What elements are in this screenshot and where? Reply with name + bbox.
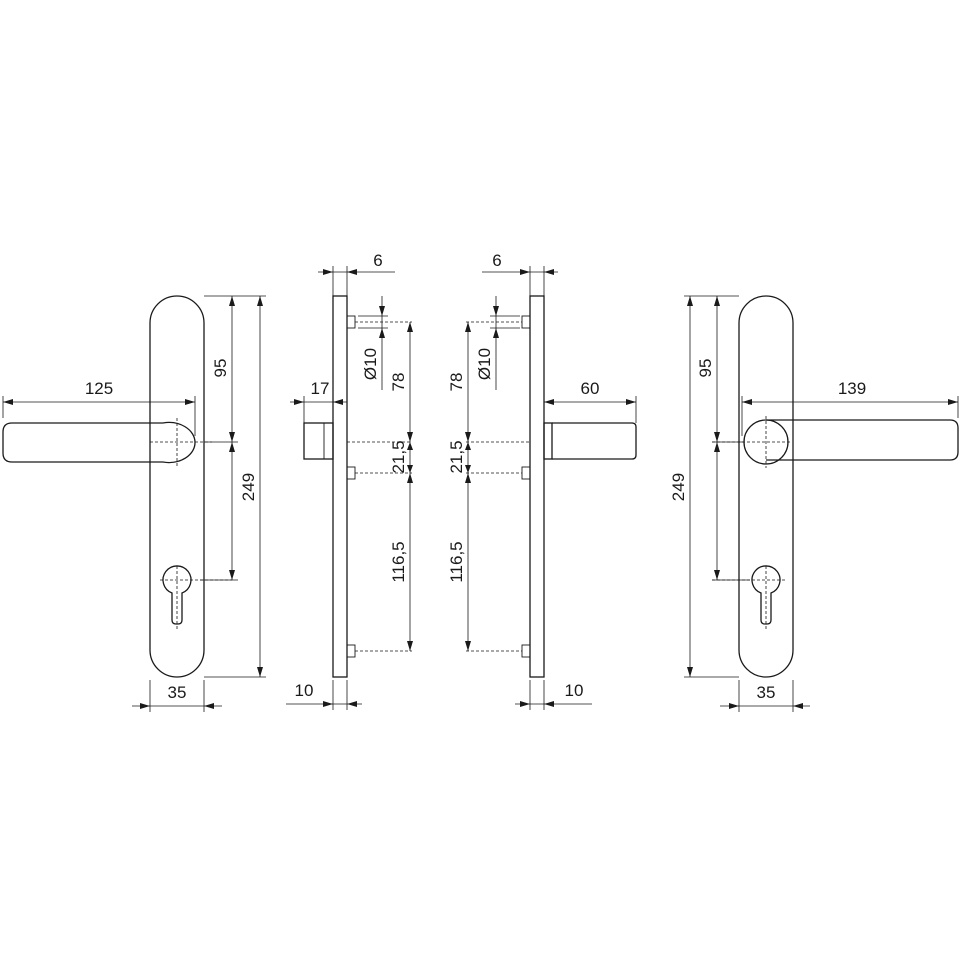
right-side-spindle-to-screw-label: 21,5	[447, 440, 466, 473]
left-side-lever-stub	[303, 422, 334, 460]
right-side-plate-thickness-label: 10	[565, 681, 584, 700]
left-lever	[2, 422, 163, 463]
right-upper-distance-label: 95	[696, 359, 715, 378]
left-side-screw-offset-label: 6	[373, 251, 382, 270]
left-side-top-to-spindle-label: 78	[389, 373, 408, 392]
right-side-bottom-socket	[521, 644, 531, 658]
left-total-height-label: 249	[239, 473, 258, 501]
left-backplate	[149, 295, 205, 678]
right-side-screw-spacing-label: 116,5	[447, 541, 466, 582]
left-side-view: 6 Ø10 78 21,5 116,5 17	[286, 251, 413, 710]
right-side-top-socket	[521, 315, 531, 329]
left-side-screw-spacing-label: 116,5	[389, 541, 408, 582]
right-side-top-to-spindle-label: 78	[447, 373, 466, 392]
right-front-view: 139 95 249 35	[669, 295, 959, 712]
left-side-bottom-socket	[346, 644, 356, 658]
right-side-screw-offset-label: 6	[492, 251, 501, 270]
right-lever	[766, 419, 959, 461]
left-rose	[162, 421, 196, 464]
right-side-view: 6 Ø10 78 21,5 116,5 60	[447, 251, 637, 710]
right-side-lever-projection-label: 60	[581, 379, 600, 398]
left-front-view: 125 95 249 35	[2, 295, 266, 712]
right-side-lever	[552, 422, 637, 460]
right-side-lever-stub	[543, 422, 553, 460]
right-side-hole-diameter-label: Ø10	[475, 348, 494, 380]
left-keyhole	[162, 565, 192, 625]
right-side-plate	[529, 295, 545, 678]
left-side-spindle-to-screw-label: 21,5	[389, 440, 408, 473]
left-lever-length-label: 125	[85, 379, 113, 398]
right-backplate	[738, 295, 794, 678]
right-keyhole	[751, 565, 781, 625]
right-plate-width-label: 35	[757, 683, 776, 702]
right-side-middle-socket	[521, 466, 531, 480]
left-upper-distance-label: 95	[211, 359, 230, 378]
left-side-hole-diameter-label: Ø10	[361, 348, 380, 380]
left-side-plate	[332, 295, 348, 678]
left-side-middle-socket	[346, 466, 356, 480]
right-total-height-label: 249	[669, 473, 688, 501]
left-side-top-socket	[346, 315, 356, 329]
left-side-plate-thickness-label: 10	[295, 681, 314, 700]
left-side-lever-projection-label: 17	[311, 379, 330, 398]
right-lever-length-label: 139	[838, 379, 866, 398]
left-plate-width-label: 35	[168, 683, 187, 702]
